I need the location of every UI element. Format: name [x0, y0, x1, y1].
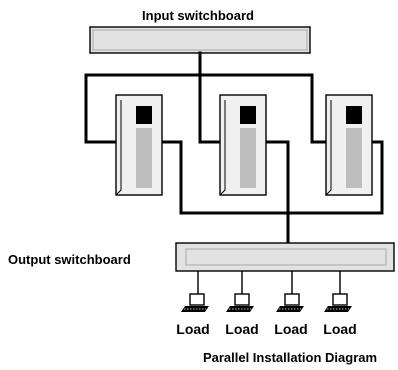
load-icon-4: [324, 293, 352, 312]
load-label-2: Load: [225, 321, 258, 337]
load-label-1: Load: [176, 321, 209, 337]
diagram-caption: Parallel Installation Diagram: [203, 350, 377, 365]
ups-screen: [346, 106, 362, 124]
load-icon-2: [226, 293, 254, 312]
load-label-3: Load: [274, 321, 307, 337]
input-switchboard-inner: [92, 29, 308, 51]
ups-unit-2: [219, 94, 267, 196]
load-wiring: [197, 271, 341, 294]
load-icon-3: [276, 293, 304, 312]
input-switchboard-label: Input switchboard: [142, 8, 254, 23]
ups-unit-1: [115, 94, 163, 196]
ups-unit-3: [325, 94, 373, 196]
load-icon-1: [181, 293, 209, 312]
ups-panel: [240, 128, 256, 188]
output-switchboard-label: Output switchboard: [8, 252, 131, 267]
load-label-4: Load: [323, 321, 356, 337]
input-wiring: [84, 51, 328, 144]
input-switchboard: [89, 26, 311, 54]
ups-screen: [136, 106, 152, 124]
ups-panel: [136, 128, 152, 188]
output-wiring: [160, 140, 384, 245]
ups-panel: [346, 128, 362, 188]
ups-screen: [240, 106, 256, 124]
output-switchboard: [175, 242, 395, 272]
output-switchboard-inner: [185, 248, 387, 266]
